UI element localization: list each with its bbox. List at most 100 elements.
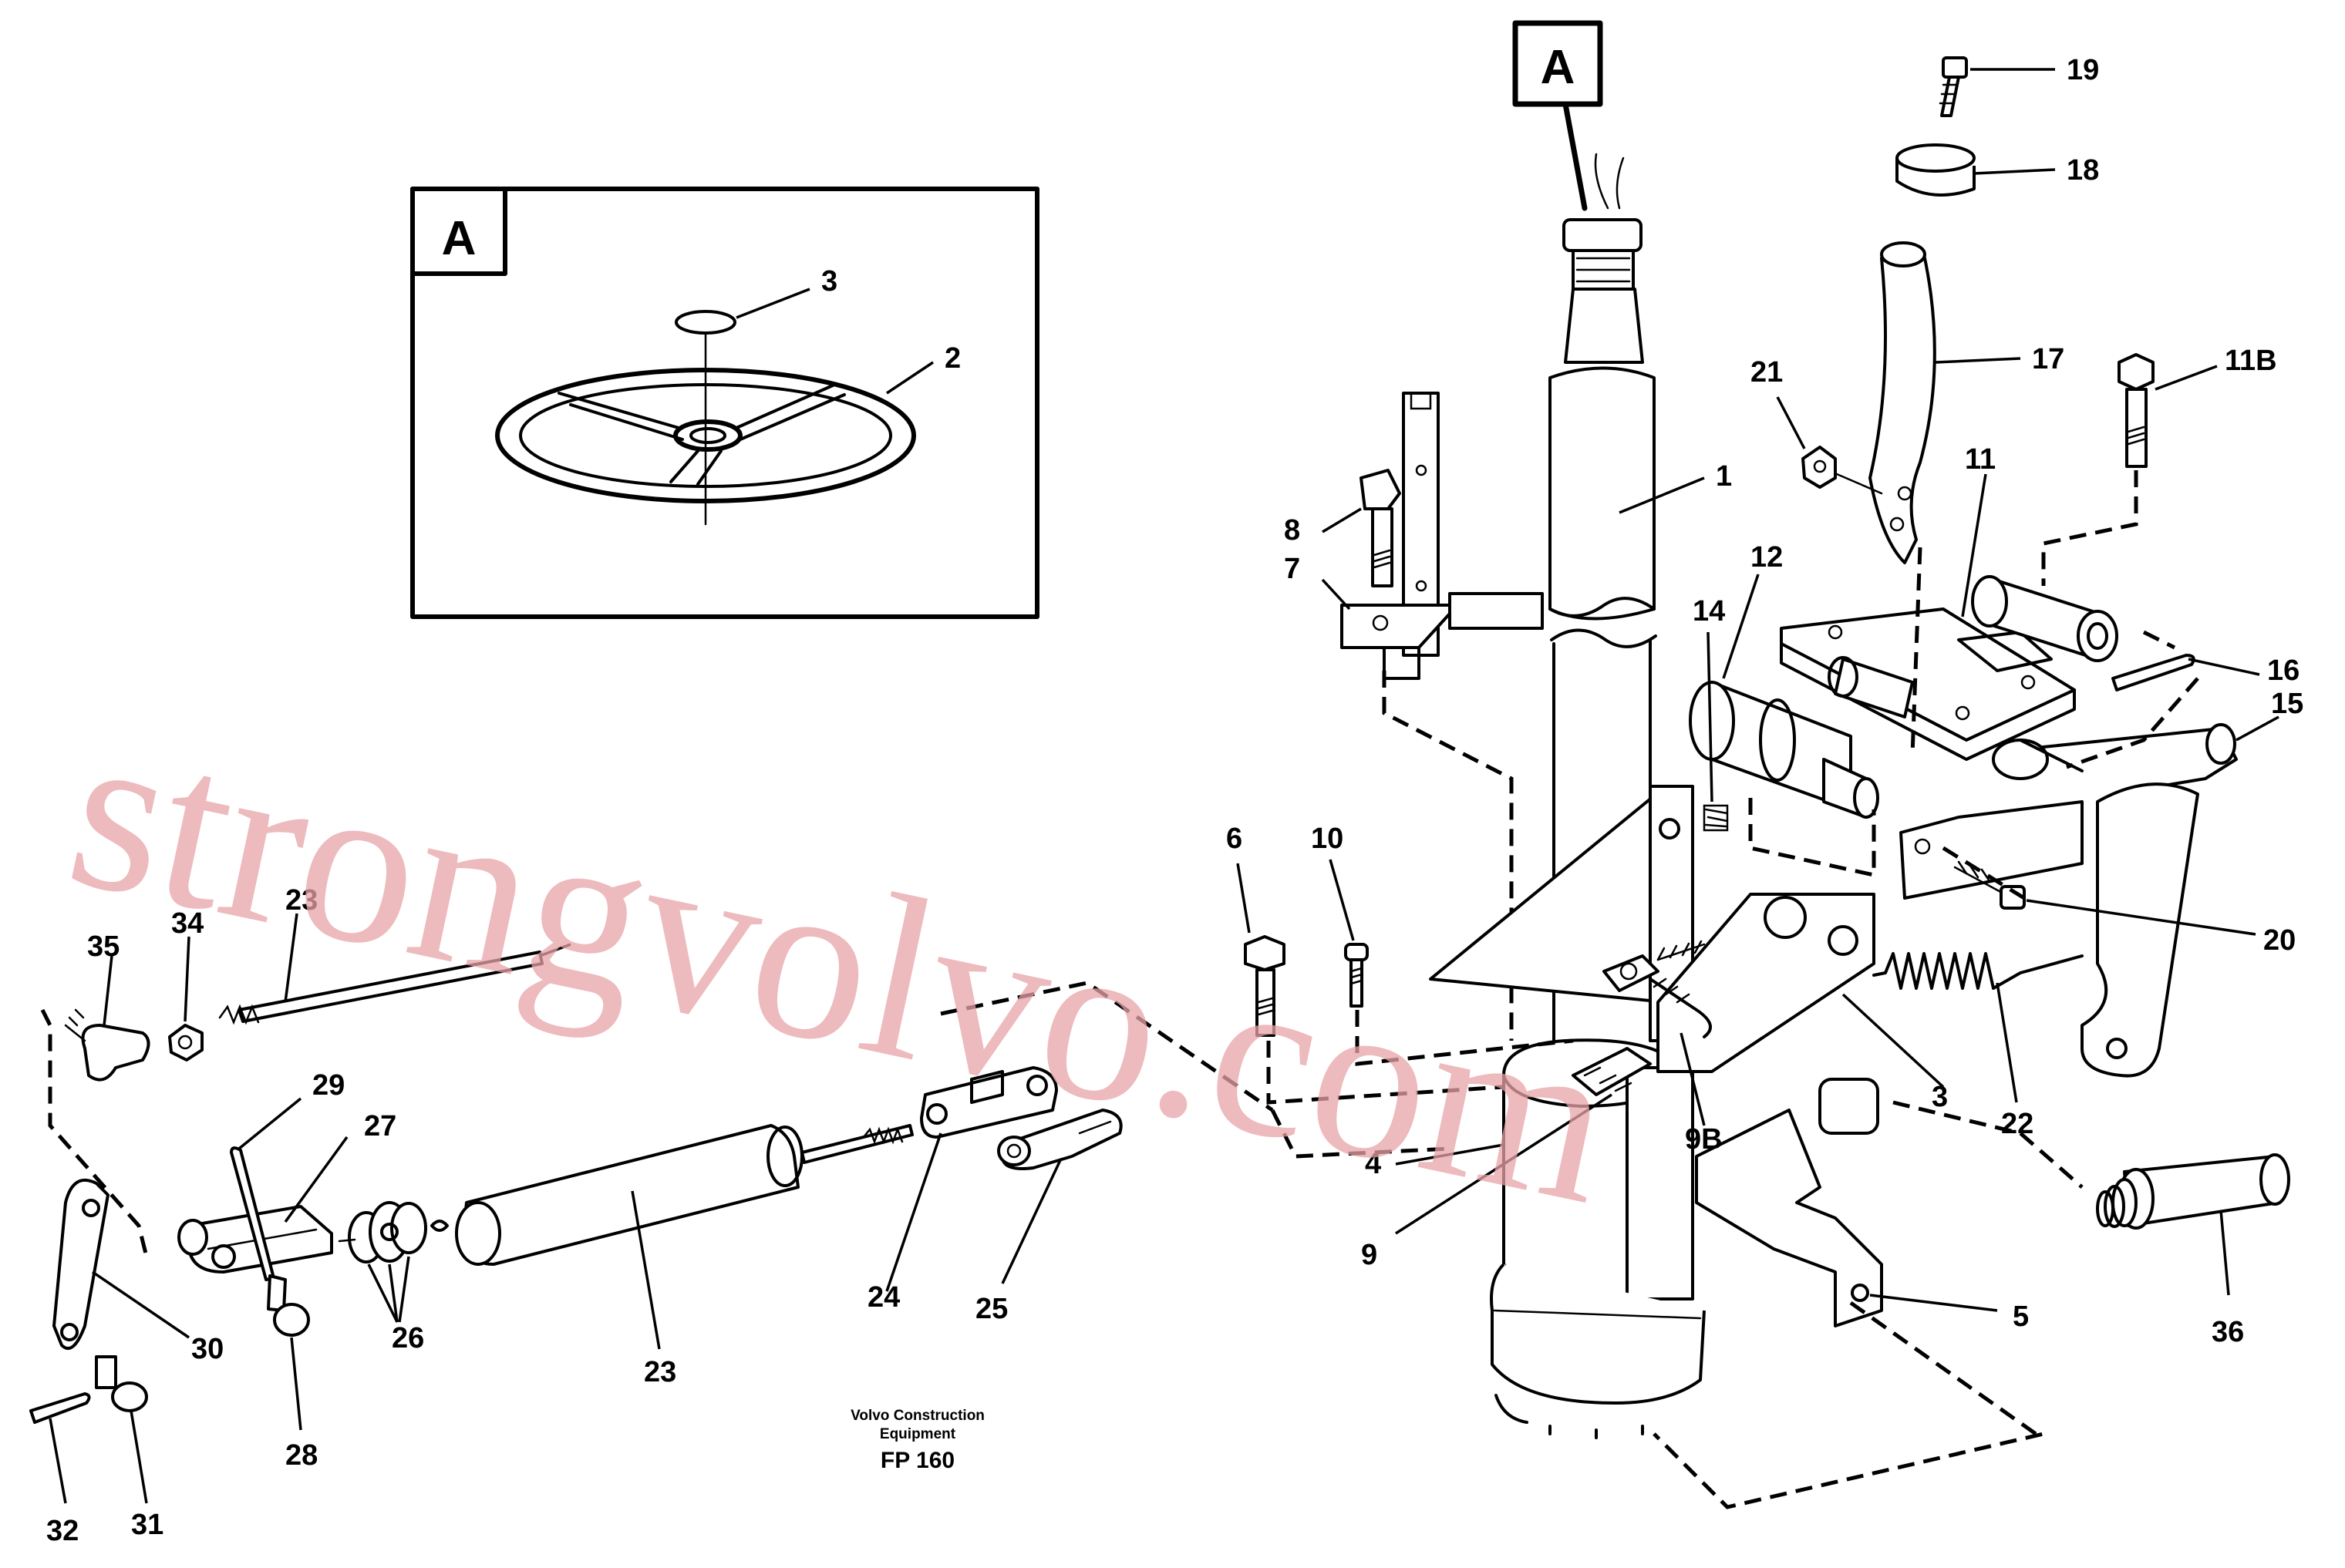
leader-11	[1961, 473, 1987, 617]
label-32: 32	[46, 1515, 79, 1547]
bolt-6	[1244, 935, 1285, 1037]
leader-32	[49, 1418, 67, 1504]
horn-cap	[675, 310, 736, 335]
leader-33	[284, 913, 298, 1003]
bolt-11b	[2118, 353, 2155, 468]
clevis-24	[920, 1066, 1058, 1139]
rod-33-tip	[539, 943, 571, 957]
knob-18	[1895, 143, 1976, 197]
leader-35	[103, 955, 113, 1026]
cotter-pin-16	[2111, 654, 2195, 691]
label-23: 23	[644, 1356, 676, 1388]
leader-23	[631, 1190, 661, 1350]
leader-17	[1935, 357, 2021, 364]
dash-screw-10	[1355, 1010, 1574, 1066]
label-12: 12	[1750, 541, 1783, 574]
label-29: 29	[312, 1069, 345, 1102]
leader-18	[1973, 168, 2056, 175]
dash-joint-35	[40, 1008, 149, 1257]
lever-30	[52, 1179, 110, 1351]
leader-34	[184, 936, 190, 1022]
footer-brand: Volvo Construction Equipment FP 160	[851, 1408, 985, 1473]
dash-screw-20	[1942, 846, 2026, 900]
label-14: 14	[1693, 595, 1725, 628]
label-15: 15	[2271, 688, 2303, 720]
leader-3b	[1841, 993, 1945, 1089]
label-25: 25	[975, 1293, 1008, 1325]
label-30: 30	[191, 1333, 224, 1365]
leader-20	[2026, 899, 2256, 936]
label-26: 26	[392, 1322, 424, 1354]
label-16: 16	[2267, 654, 2300, 687]
pin-31	[95, 1355, 148, 1412]
screw-14	[1703, 804, 1729, 832]
leader-14	[1707, 631, 1713, 803]
label-2: 2	[945, 342, 961, 375]
screw-10	[1344, 943, 1369, 1008]
leader-28	[290, 1337, 302, 1431]
label-27: 27	[364, 1110, 396, 1142]
label-7: 7	[1284, 553, 1300, 585]
footer-company-line2: Equipment	[880, 1426, 956, 1442]
shaft-36	[2096, 1153, 2290, 1296]
dash-bolt-6	[1266, 1041, 1504, 1105]
leader-30	[92, 1270, 190, 1339]
leader-12	[1722, 574, 1760, 679]
dash-shaft-36	[1892, 1100, 2084, 1189]
leader-10	[1329, 859, 1355, 941]
lever-17	[1868, 241, 1936, 564]
footer-company-line1: Volvo Construction	[851, 1408, 985, 1424]
label-5: 5	[2013, 1300, 2029, 1333]
ball-joint-35	[64, 1008, 150, 1082]
rod-33	[218, 951, 544, 1025]
label-22: 22	[2001, 1108, 2033, 1140]
label-31: 31	[131, 1509, 163, 1541]
label-9: 9	[1361, 1239, 1377, 1271]
leader-4	[1395, 1143, 1504, 1166]
link-21	[1835, 473, 1883, 495]
label-24: 24	[868, 1281, 900, 1314]
hinge-plate-11	[1780, 575, 2118, 761]
label-1: 1	[1716, 460, 1732, 493]
leader-15	[2235, 715, 2279, 742]
bracket-7	[1340, 392, 1544, 680]
label-8: 8	[1284, 514, 1300, 547]
steering-valve-4	[1429, 785, 1706, 1439]
dash-lever-17	[1910, 547, 1922, 756]
leader-1	[1619, 476, 1705, 514]
leader-7	[1321, 578, 1351, 611]
nut-21	[1801, 446, 1837, 489]
leader-36	[2219, 1210, 2230, 1296]
leader-22	[1996, 982, 2018, 1103]
inset-steering-wheel: A 3 2	[410, 187, 1039, 619]
cotter-29	[230, 1146, 275, 1281]
dash-rod-23	[940, 981, 1274, 1112]
dash-hinge	[2142, 630, 2176, 650]
screw-19	[1939, 56, 1968, 117]
dash-bushing-12	[1748, 798, 1876, 878]
label-33: 23	[285, 884, 318, 917]
label-21: 21	[1750, 356, 1783, 389]
bolt-8	[1359, 469, 1401, 587]
bushings-26	[338, 1201, 449, 1263]
label-9b: 9B	[1685, 1123, 1723, 1156]
leader-5	[1869, 1294, 1998, 1312]
steering-wheel	[495, 322, 916, 526]
label-20: 20	[2263, 924, 2296, 957]
leader-9b	[1680, 1032, 1706, 1126]
label-3: 3	[821, 265, 837, 298]
label-19: 19	[2067, 54, 2099, 86]
nut-34	[168, 1024, 204, 1062]
lever-bracket	[1899, 800, 2084, 900]
pin-28	[267, 1274, 310, 1337]
label-11b: 11B	[2225, 345, 2277, 377]
dash-pin-5	[1653, 1300, 2044, 1509]
callout-tag: A	[1541, 41, 1575, 94]
label-36: 36	[2212, 1316, 2244, 1348]
label-34: 34	[171, 907, 204, 940]
label-28: 28	[285, 1439, 318, 1472]
label-17: 17	[2032, 343, 2064, 375]
dash-bracket-7	[1382, 671, 1514, 1041]
